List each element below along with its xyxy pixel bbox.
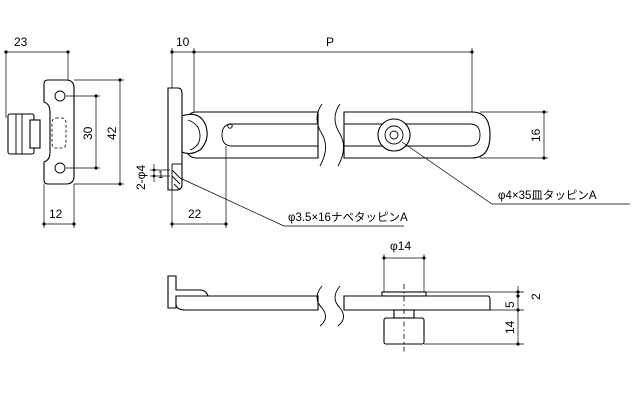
- dim-42: 42: [105, 126, 119, 140]
- arm-front-view: 10 P 16: [134, 35, 630, 228]
- arm-side-view: φ14 2 5 14: [167, 239, 543, 352]
- dim-30: 30: [81, 126, 95, 140]
- callout-large-screw: φ4×35皿タッピンA: [498, 189, 597, 202]
- dim-phi14: φ14: [390, 239, 411, 253]
- dim-16: 16: [529, 128, 543, 142]
- mounting-plate: [43, 79, 75, 185]
- base-plate: [167, 87, 183, 191]
- left-bracket-view: 23 30 42 12: [4, 35, 124, 228]
- dim-12: 12: [49, 207, 63, 221]
- callout-small-screw: φ3.5×16ナベタッピンA: [288, 211, 408, 224]
- dim-2phi4: 2-φ4: [134, 165, 148, 190]
- dim-1: 1: [158, 170, 164, 181]
- dim-23: 23: [14, 35, 28, 49]
- dim-22: 22: [188, 207, 202, 221]
- dim-5: 5: [503, 301, 517, 308]
- dim-P: P: [326, 35, 334, 49]
- dim-14: 14: [503, 320, 517, 334]
- dim-10: 10: [176, 35, 190, 49]
- pivot-washer: [377, 118, 411, 152]
- dim-2: 2: [529, 293, 543, 300]
